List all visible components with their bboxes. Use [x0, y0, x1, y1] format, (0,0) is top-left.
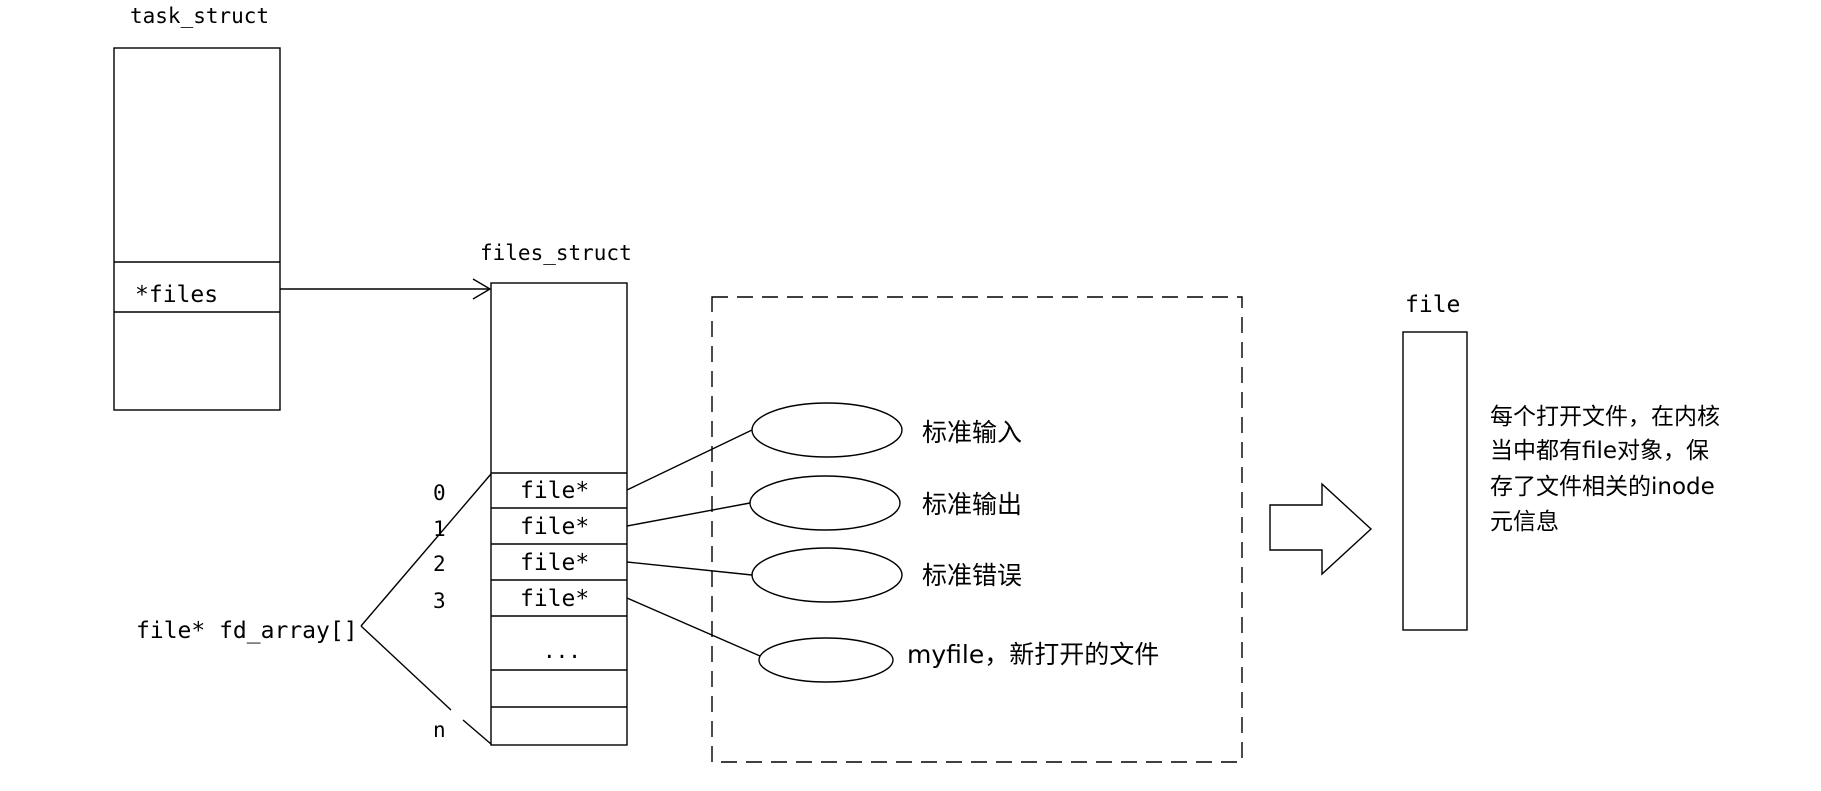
file-object-description-line: 每个打开文件，在内核 [1490, 404, 1720, 430]
fd-slot-ellipsis: ... [543, 639, 581, 663]
task-struct-box [113, 47, 281, 411]
file-object-description-line: 存了文件相关的inode [1490, 474, 1715, 500]
fd-array-bracket-upper [360, 473, 492, 627]
fd-array-bracket-lower [360, 625, 452, 711]
file-object-title: file [1405, 292, 1460, 318]
open-file-myfile: myfile，新打开的文件 [758, 637, 1159, 683]
file-object: file 每个打开文件，在内核 当中都有file对象，保 存了文件相关的inod… [1402, 292, 1720, 631]
fd-index-0: 0 [433, 481, 446, 505]
slot-0-connector [626, 429, 753, 491]
files-pointer-arrowhead [472, 278, 492, 300]
file-ellipse [758, 637, 894, 683]
fd-slot-0: file* [520, 478, 589, 504]
right-arrow-icon [1269, 482, 1373, 576]
fd-array-bracket: file* fd_array[] [136, 473, 492, 745]
slot-3-connector [626, 597, 761, 657]
open-file-label: myfile，新打开的文件 [907, 640, 1159, 669]
file-ellipse [749, 475, 901, 531]
open-file-stdin: 标准输入 [751, 402, 1022, 458]
fd-slot-1: file* [520, 514, 589, 540]
slot-1-connector [626, 502, 751, 527]
files-pointer-arrow [280, 278, 492, 300]
fd-index-3: 3 [433, 589, 446, 613]
task-struct-title: task_struct [130, 4, 269, 28]
task-struct-files-field: *files [135, 282, 218, 308]
fd-index-n: n [433, 718, 446, 742]
files-struct: files_struct file* file* file* file* ...… [433, 241, 632, 746]
files-struct-box [490, 282, 628, 746]
file-ellipse [751, 402, 903, 458]
file-ellipse [751, 547, 903, 603]
file-object-description-line: 元信息 [1490, 509, 1559, 535]
file-object-box [1402, 331, 1468, 631]
open-file-label: 标准输入 [922, 418, 1022, 447]
open-file-label: 标准输出 [922, 490, 1022, 519]
fd-slot-3: file* [520, 586, 589, 612]
fd-slot-2: file* [520, 550, 589, 576]
file-object-description-line: 当中都有file对象，保 [1490, 438, 1709, 464]
open-file-label: 标准错误 [922, 561, 1022, 590]
open-file-stdout: 标准输出 [749, 475, 1022, 531]
fd-index-1: 1 [433, 517, 446, 541]
fd-index-2: 2 [433, 552, 446, 576]
files-struct-title: files_struct [480, 241, 632, 265]
fd-array-label: file* fd_array[] [136, 618, 358, 644]
fd-array-bracket-lower-end [462, 719, 492, 745]
open-files-container [711, 296, 1243, 763]
slot-2-connector [626, 561, 753, 576]
task-struct: task_struct *files [113, 4, 281, 411]
open-file-stderr: 标准错误 [751, 547, 1022, 603]
